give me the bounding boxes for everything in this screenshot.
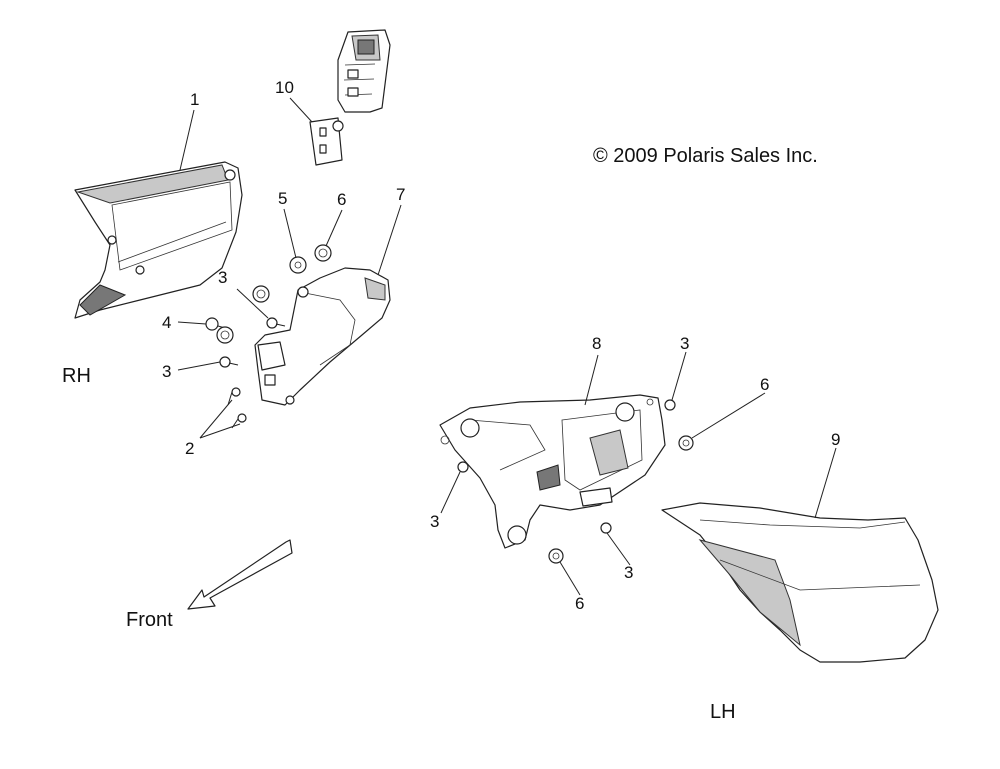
- callout-3: 3: [218, 268, 227, 287]
- copyright-text: © 2009 Polaris Sales Inc.: [593, 145, 818, 167]
- callout-6: 6: [760, 375, 769, 394]
- part-6-bushing-c: [548, 548, 564, 564]
- part-7-rh-bracket: [254, 267, 391, 406]
- part-3-screw-d: [457, 461, 469, 473]
- part-8-lh-bracket: [439, 394, 666, 549]
- part-5-nut: [289, 256, 307, 274]
- callout-2: 2: [185, 439, 194, 458]
- front-arrow: [187, 539, 293, 610]
- side-label-rh: RH: [62, 365, 91, 387]
- callout-3: 3: [624, 563, 633, 582]
- callout-5: 5: [278, 189, 287, 208]
- side-label-lh: LH: [710, 701, 736, 723]
- leader-lines: [177, 97, 837, 596]
- callout-1: 1: [190, 90, 199, 109]
- callout-3: 3: [162, 362, 171, 381]
- callout-10: 10: [275, 78, 294, 97]
- part-4-bolt: [205, 317, 234, 344]
- part-10-switch: [309, 29, 391, 166]
- callout-3: 3: [680, 334, 689, 353]
- callout-7: 7: [396, 185, 405, 204]
- callout-4: 4: [162, 313, 171, 332]
- part-1-rh-panel: [74, 161, 243, 319]
- callout-8: 8: [592, 334, 601, 353]
- part-3-screw-c: [664, 399, 676, 411]
- part-2-rivets: [227, 387, 247, 429]
- part-6-bushing-b: [678, 435, 694, 451]
- part-9-lh-panel: [661, 502, 939, 663]
- part-6-bushing-rh: [252, 285, 270, 303]
- callout-3: 3: [430, 512, 439, 531]
- front-label: Front: [126, 609, 173, 631]
- part-3-screw-b: [219, 356, 239, 368]
- part-3-screw-e: [600, 522, 612, 534]
- part-6-bushing-a: [314, 244, 332, 262]
- callout-6: 6: [337, 190, 346, 209]
- callout-6: 6: [575, 594, 584, 613]
- callout-9: 9: [831, 430, 840, 449]
- part-3-screw-a: [266, 317, 286, 329]
